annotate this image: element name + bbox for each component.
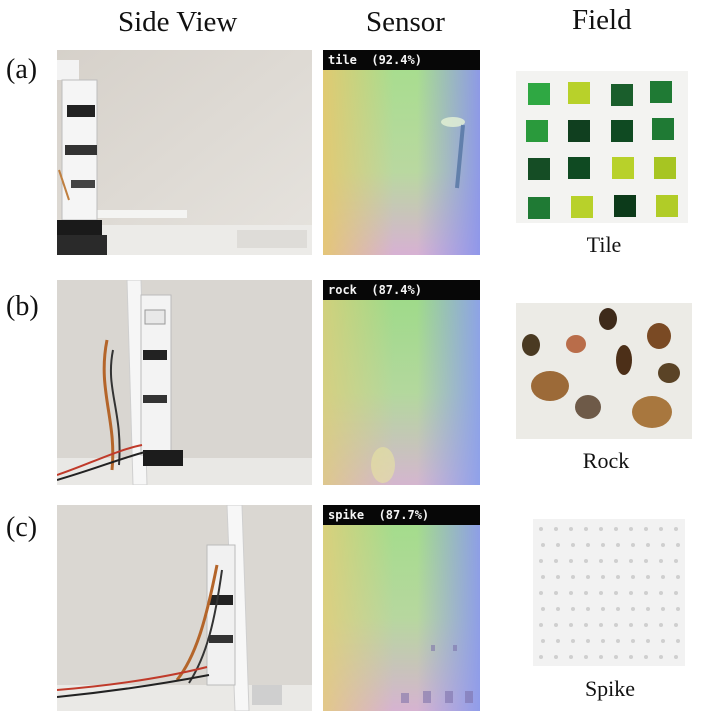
field-image-tile <box>516 71 688 223</box>
side-view-image-tile <box>57 50 312 255</box>
sensor-image-tile: tile (92.4%) <box>323 50 480 255</box>
field-label-rock: Rock <box>582 448 630 473</box>
sensor-label-spike: spike (87.7%) <box>323 505 480 525</box>
sensor-label-tile: tile (92.4%) <box>323 50 480 70</box>
header-sensor: Sensor <box>366 6 445 38</box>
sensor-image-spike: spike (87.7%) <box>323 505 480 711</box>
header-side-view: Side View <box>118 6 238 38</box>
row-label-b: (b) <box>6 291 39 322</box>
field-image-spike <box>533 519 685 666</box>
field-image-rock <box>516 303 692 439</box>
field-label-spike: Spike <box>584 676 636 701</box>
side-view-image-spike <box>57 505 312 711</box>
side-view-image-rock <box>57 280 312 485</box>
row-label-c: (c) <box>6 512 38 543</box>
row-label-a: (a) <box>6 54 38 85</box>
sensor-label-rock: rock (87.4%) <box>323 280 480 300</box>
field-label-tile: Tile <box>586 232 622 257</box>
sensor-image-rock: rock (87.4%) <box>323 280 480 485</box>
header-field: Field <box>572 4 632 36</box>
